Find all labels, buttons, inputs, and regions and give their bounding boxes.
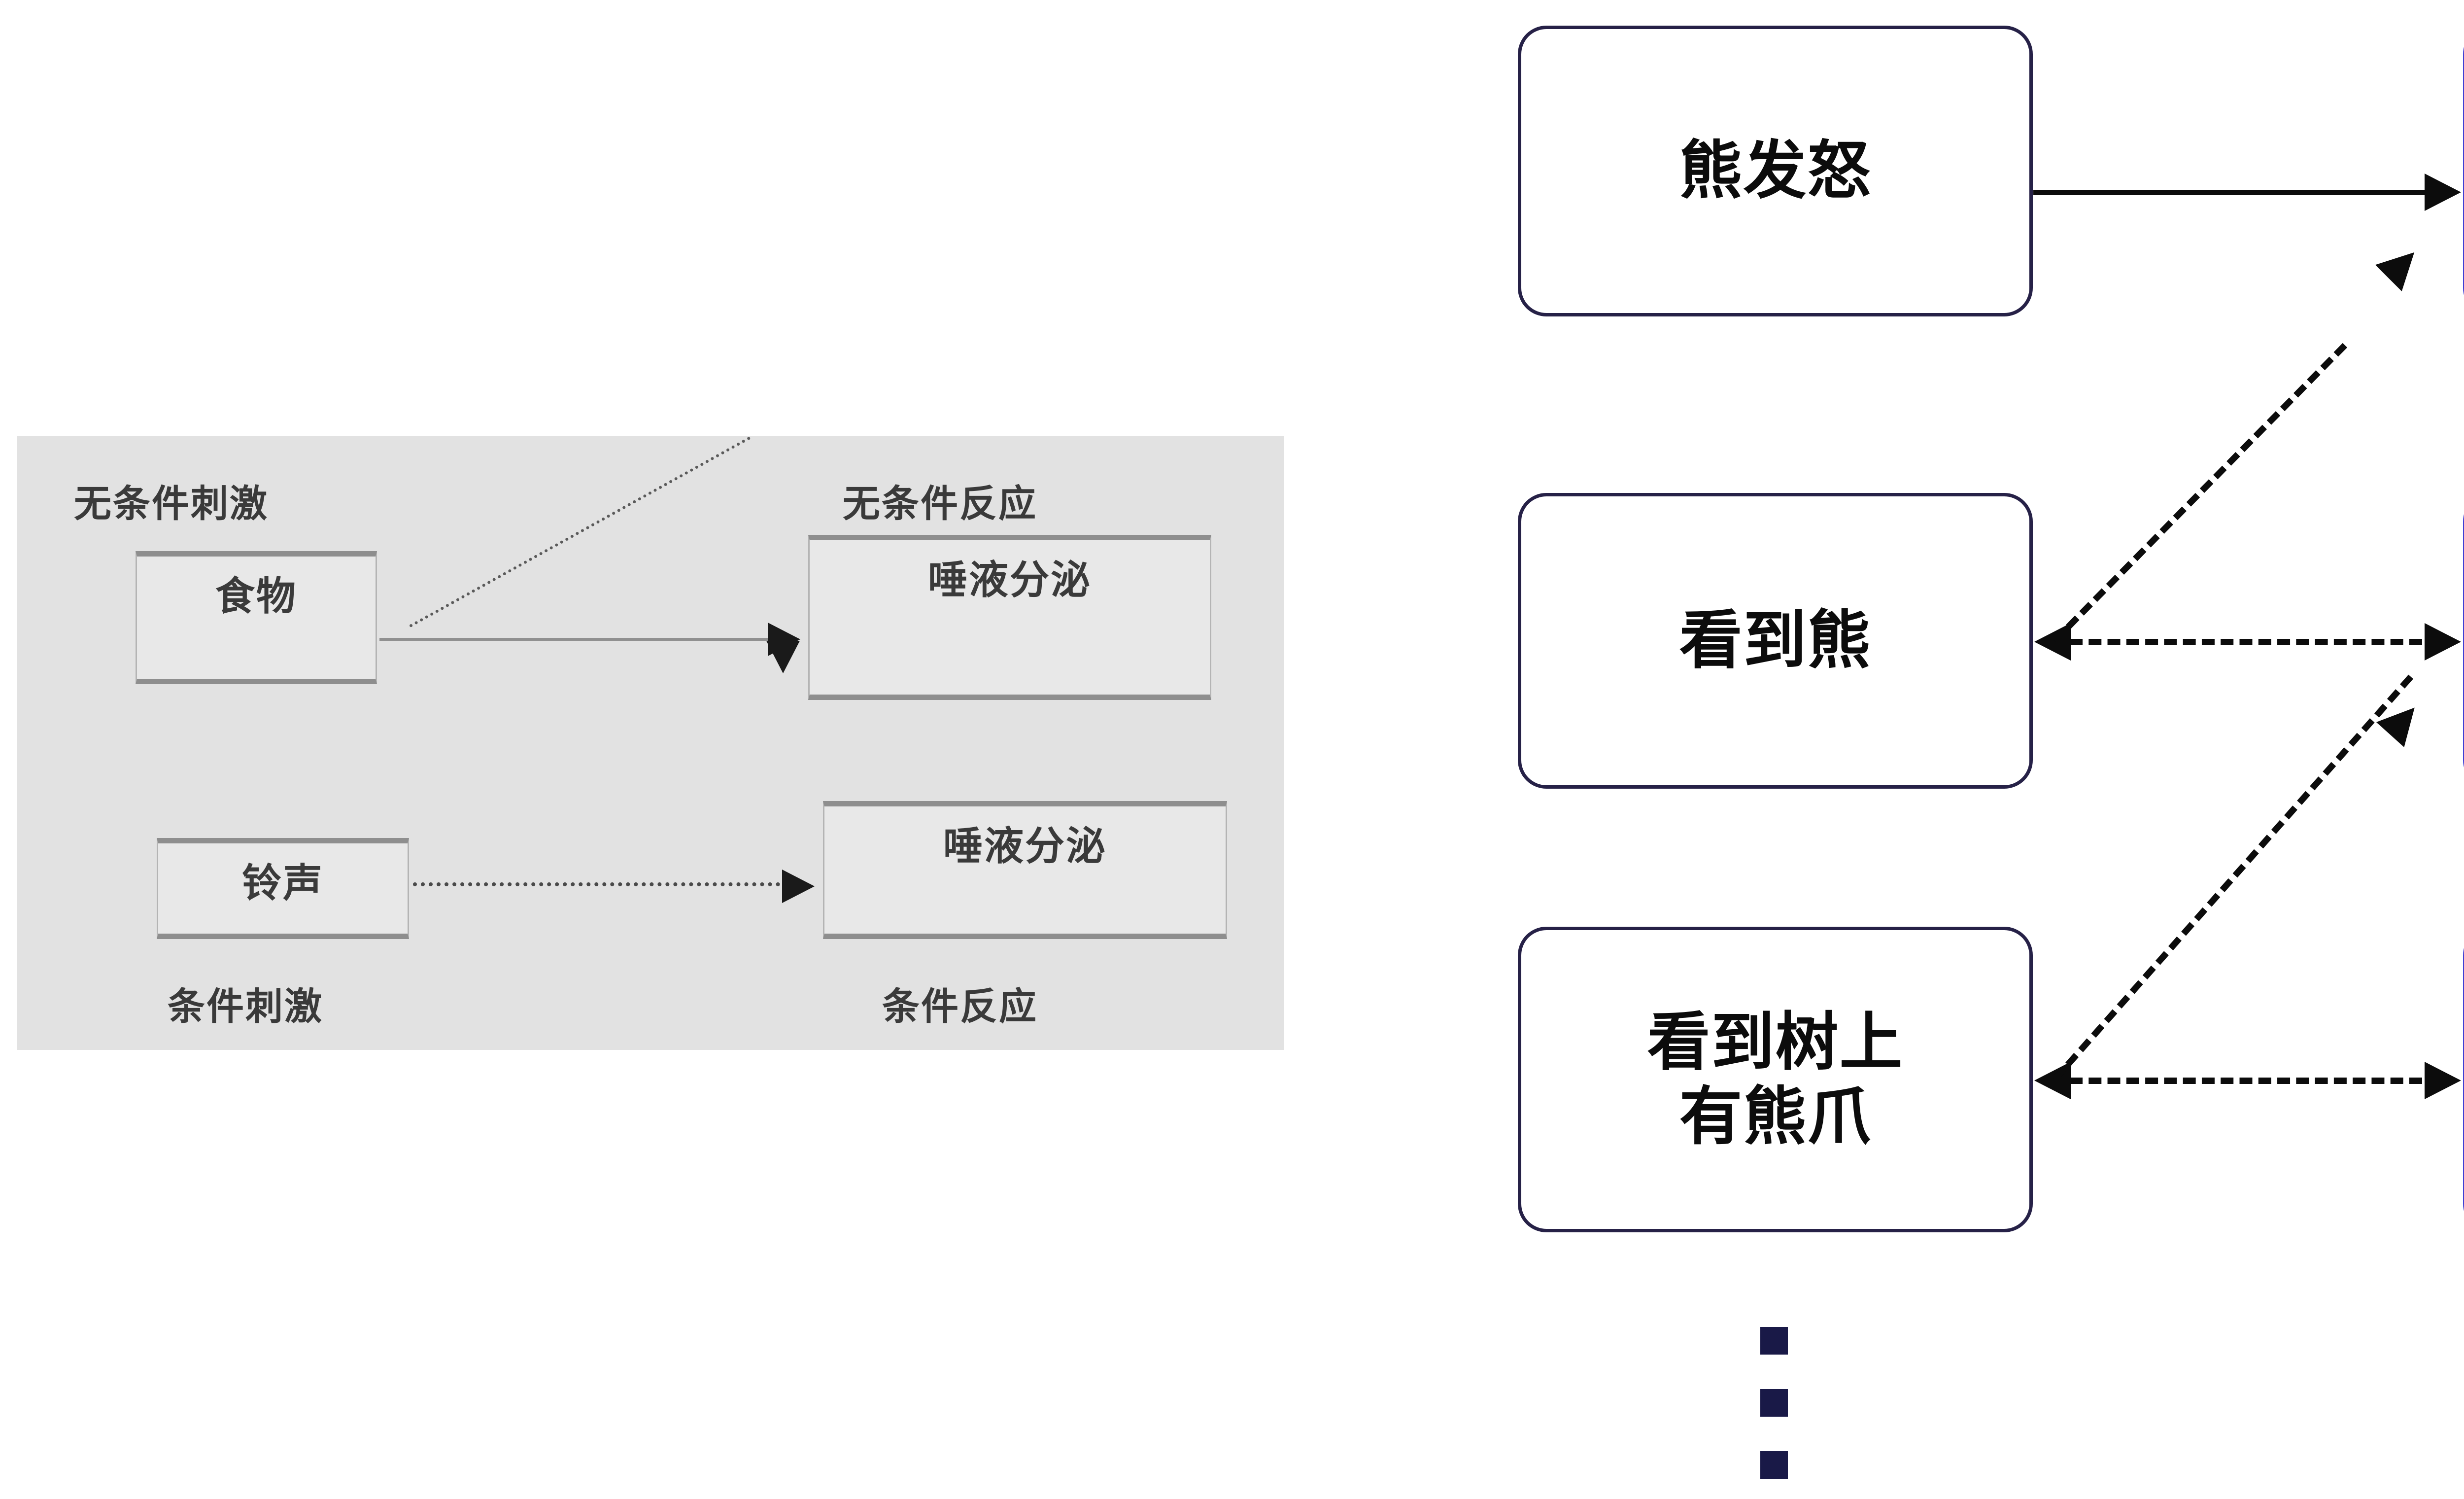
pavlov-arrow-bell-to-salivation-icon	[413, 870, 815, 903]
arrow-see-bear-to-value-next-head-right-icon	[2425, 623, 2461, 661]
pavlov-arrow-food-to-salivation-icon	[379, 623, 800, 656]
arrow-claw-to-value-next-diagonal-icon	[2053, 674, 2413, 1081]
rl-box-bear-angry: 熊发怒	[1518, 26, 2033, 316]
arrow-bear-angry-to-reward-icon	[2033, 190, 2428, 195]
arrow-claw-to-value-current-icon	[2070, 1078, 2422, 1084]
pavlov-box-salivation-uncond: 唾液分泌	[808, 535, 1211, 700]
pavlov-box-food-label: 食物	[215, 574, 297, 618]
ellipsis-dot	[1760, 1389, 1788, 1417]
pavlov-conditioning-panel	[17, 436, 1284, 1050]
arrow-see-bear-to-reward-head-icon	[2375, 239, 2428, 292]
pavlov-box-bell: 铃声	[157, 838, 409, 939]
pavlov-box-salivation-cond: 唾液分泌	[823, 801, 1227, 939]
pavlov-arrow-diagonal-head-icon	[766, 641, 800, 673]
rl-box-claw-line-1: 看到树上	[1647, 1007, 1904, 1078]
ellipsis-dot	[1760, 1451, 1788, 1479]
ellipsis-left-column	[1760, 1327, 1788, 1479]
rl-box-claw-on-tree-label: 看到树上 有熊爪	[1647, 1005, 1903, 1154]
label-conditioned-response: 条件反应	[882, 986, 1038, 1028]
label-unconditioned-stimulus: 无条件刺激	[74, 483, 269, 525]
label-conditioned-stimulus: 条件刺激	[168, 986, 323, 1028]
rl-box-bear-angry-label: 熊发怒	[1679, 136, 1872, 207]
pavlov-box-salivation-uncond-label: 唾液分泌	[928, 558, 1092, 602]
ellipsis-dot	[1760, 1327, 1788, 1355]
pavlov-box-bell-label: 铃声	[242, 861, 324, 905]
arrow-see-bear-to-reward-diagonal-icon	[2053, 343, 2348, 643]
rl-box-see-bear-label: 看到熊	[1679, 605, 1872, 676]
arrow-see-bear-to-value-next-icon	[2070, 639, 2422, 645]
arrow-bear-angry-to-reward-head-icon	[2425, 174, 2461, 211]
rl-box-claw-line-2: 有熊爪	[1679, 1081, 1872, 1152]
arrow-see-bear-to-value-next-head-left-icon	[2034, 623, 2071, 661]
pavlov-box-salivation-cond-label: 唾液分泌	[943, 824, 1107, 868]
pavlov-box-food: 食物	[136, 551, 377, 684]
arrow-claw-to-value-current-head-right-icon	[2425, 1062, 2461, 1099]
rl-box-see-bear: 看到熊	[1518, 493, 2033, 789]
rl-box-claw-on-tree: 看到树上 有熊爪	[1518, 927, 2033, 1232]
label-unconditioned-response: 无条件反应	[843, 483, 1037, 525]
arrow-claw-to-value-current-head-left-icon	[2034, 1062, 2071, 1099]
